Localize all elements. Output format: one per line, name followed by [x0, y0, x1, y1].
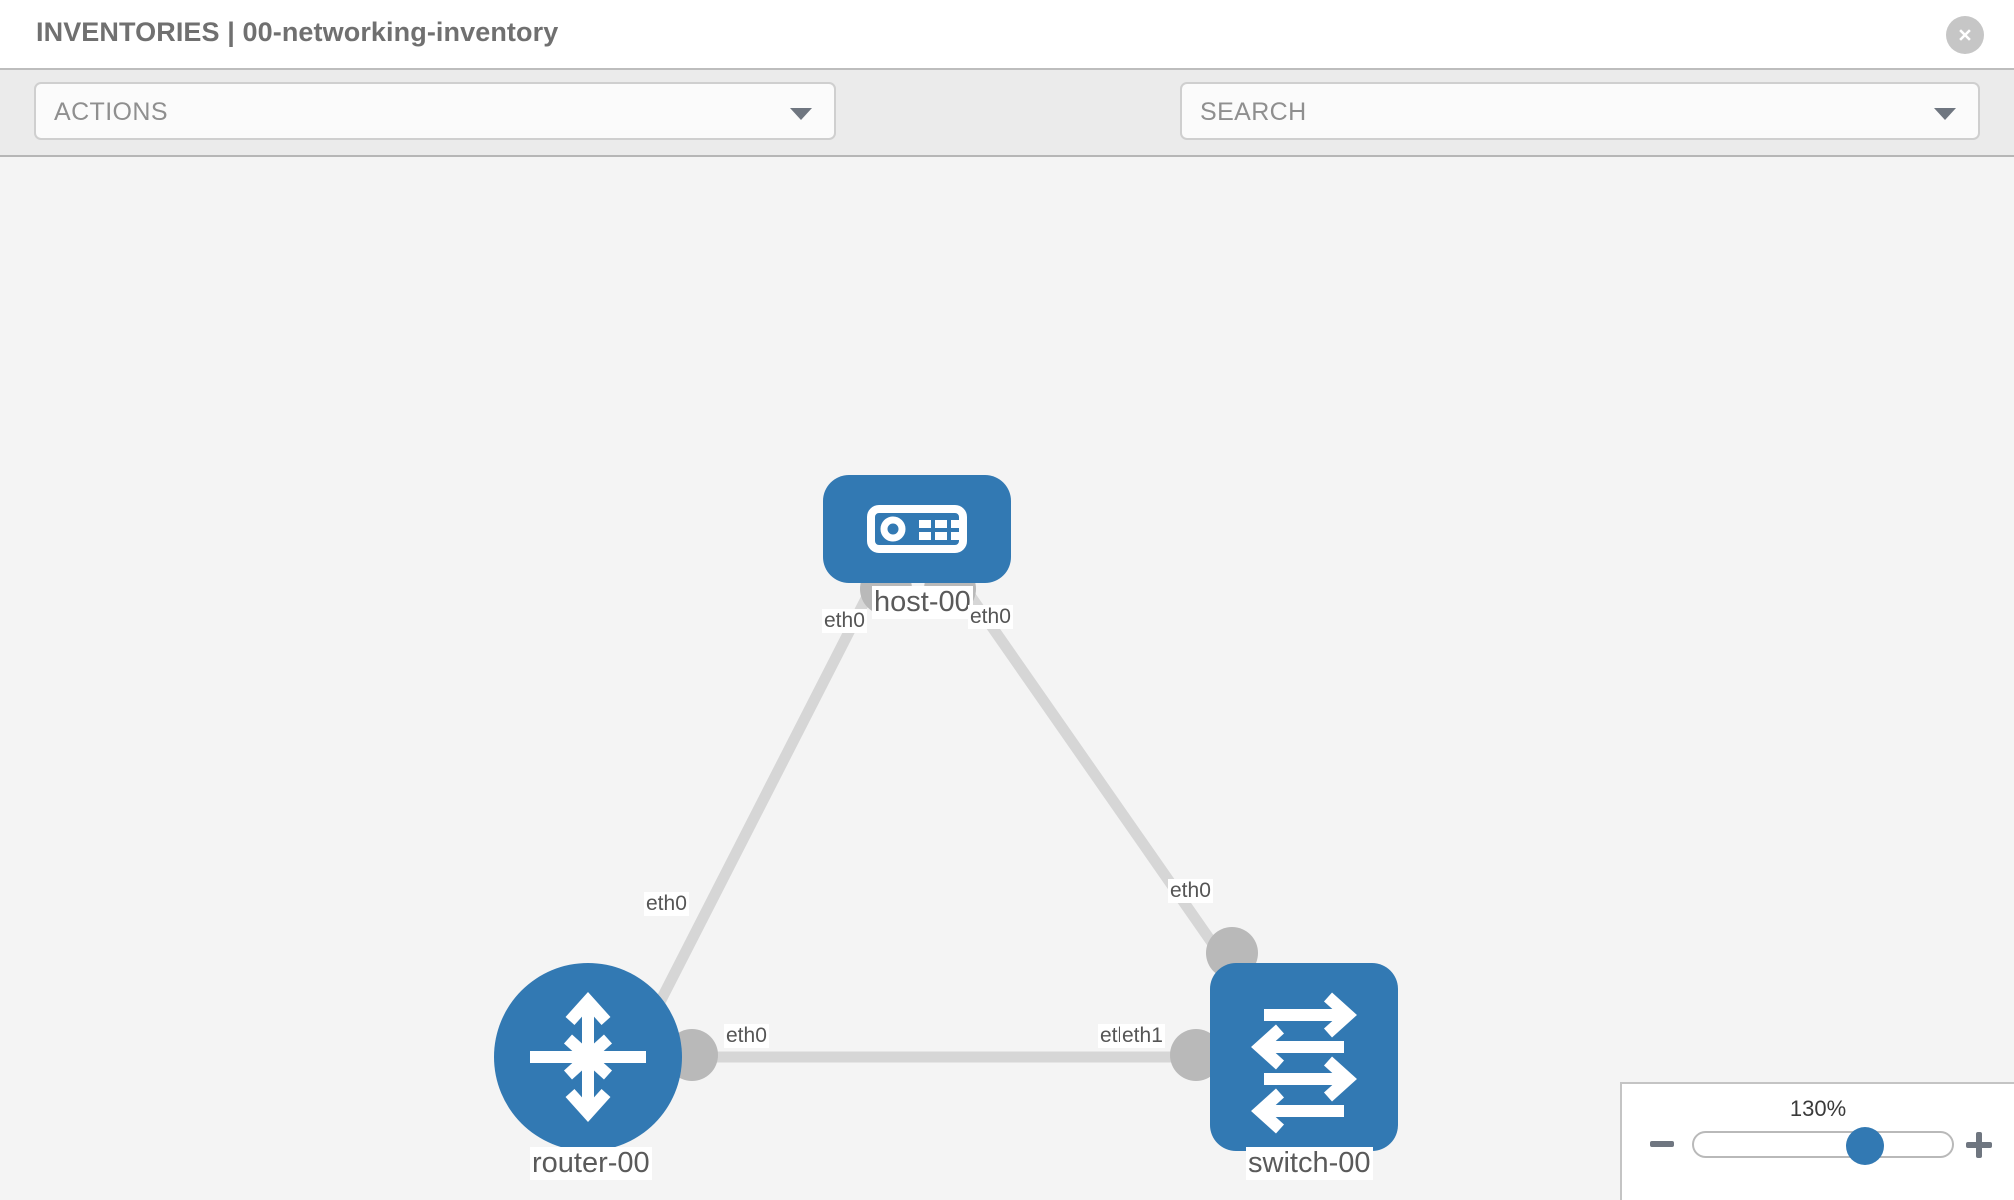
topology-canvas[interactable]: host-00 [0, 157, 2014, 1200]
node-label-router-00: router-00 [530, 1147, 652, 1180]
node-label-host-00: host-00 [872, 586, 973, 619]
page-title: INVENTORIES | 00-networking-inventory [36, 17, 559, 47]
toolbar: ACTIONS SEARCH [0, 68, 2014, 202]
page-header: INVENTORIES | 00-networking-inventory [0, 0, 2014, 68]
zoom-slider-thumb[interactable] [1846, 1127, 1884, 1165]
node-label-switch-00: switch-00 [1246, 1147, 1373, 1180]
minus-icon[interactable] [1648, 1130, 1676, 1158]
actions-dropdown[interactable]: ACTIONS [34, 82, 836, 140]
close-button[interactable] [1946, 16, 1984, 54]
interface-label: eth0 [968, 605, 1013, 629]
server-icon [867, 505, 967, 553]
switch-arrows-icon [1251, 992, 1357, 1134]
zoom-control-panel: 130% [1620, 1082, 2014, 1200]
interface-label: eth1 [1120, 1024, 1165, 1048]
actions-dropdown-label: ACTIONS [54, 98, 168, 126]
interface-label: eth0 [724, 1024, 769, 1048]
search-chevron-down-icon[interactable] [1934, 108, 1956, 120]
zoom-slider[interactable] [1692, 1127, 1954, 1165]
router-node-shape[interactable] [494, 963, 682, 1151]
plus-icon[interactable] [1964, 1130, 1994, 1160]
zoom-percent-label: 130% [1789, 1096, 1847, 1121]
interface-label: eth0 [1168, 879, 1213, 903]
topology-edges [655, 563, 1258, 1081]
interface-label: eth0 [644, 892, 689, 916]
host-node-shape[interactable] [823, 475, 1011, 583]
interface-label: eth0 [822, 609, 867, 633]
chevron-down-icon [790, 108, 812, 120]
search-input[interactable]: SEARCH [1180, 82, 1980, 140]
switch-node-shape[interactable] [1210, 963, 1398, 1151]
router-arrows-icon [530, 992, 646, 1122]
search-placeholder: SEARCH [1200, 98, 1307, 126]
